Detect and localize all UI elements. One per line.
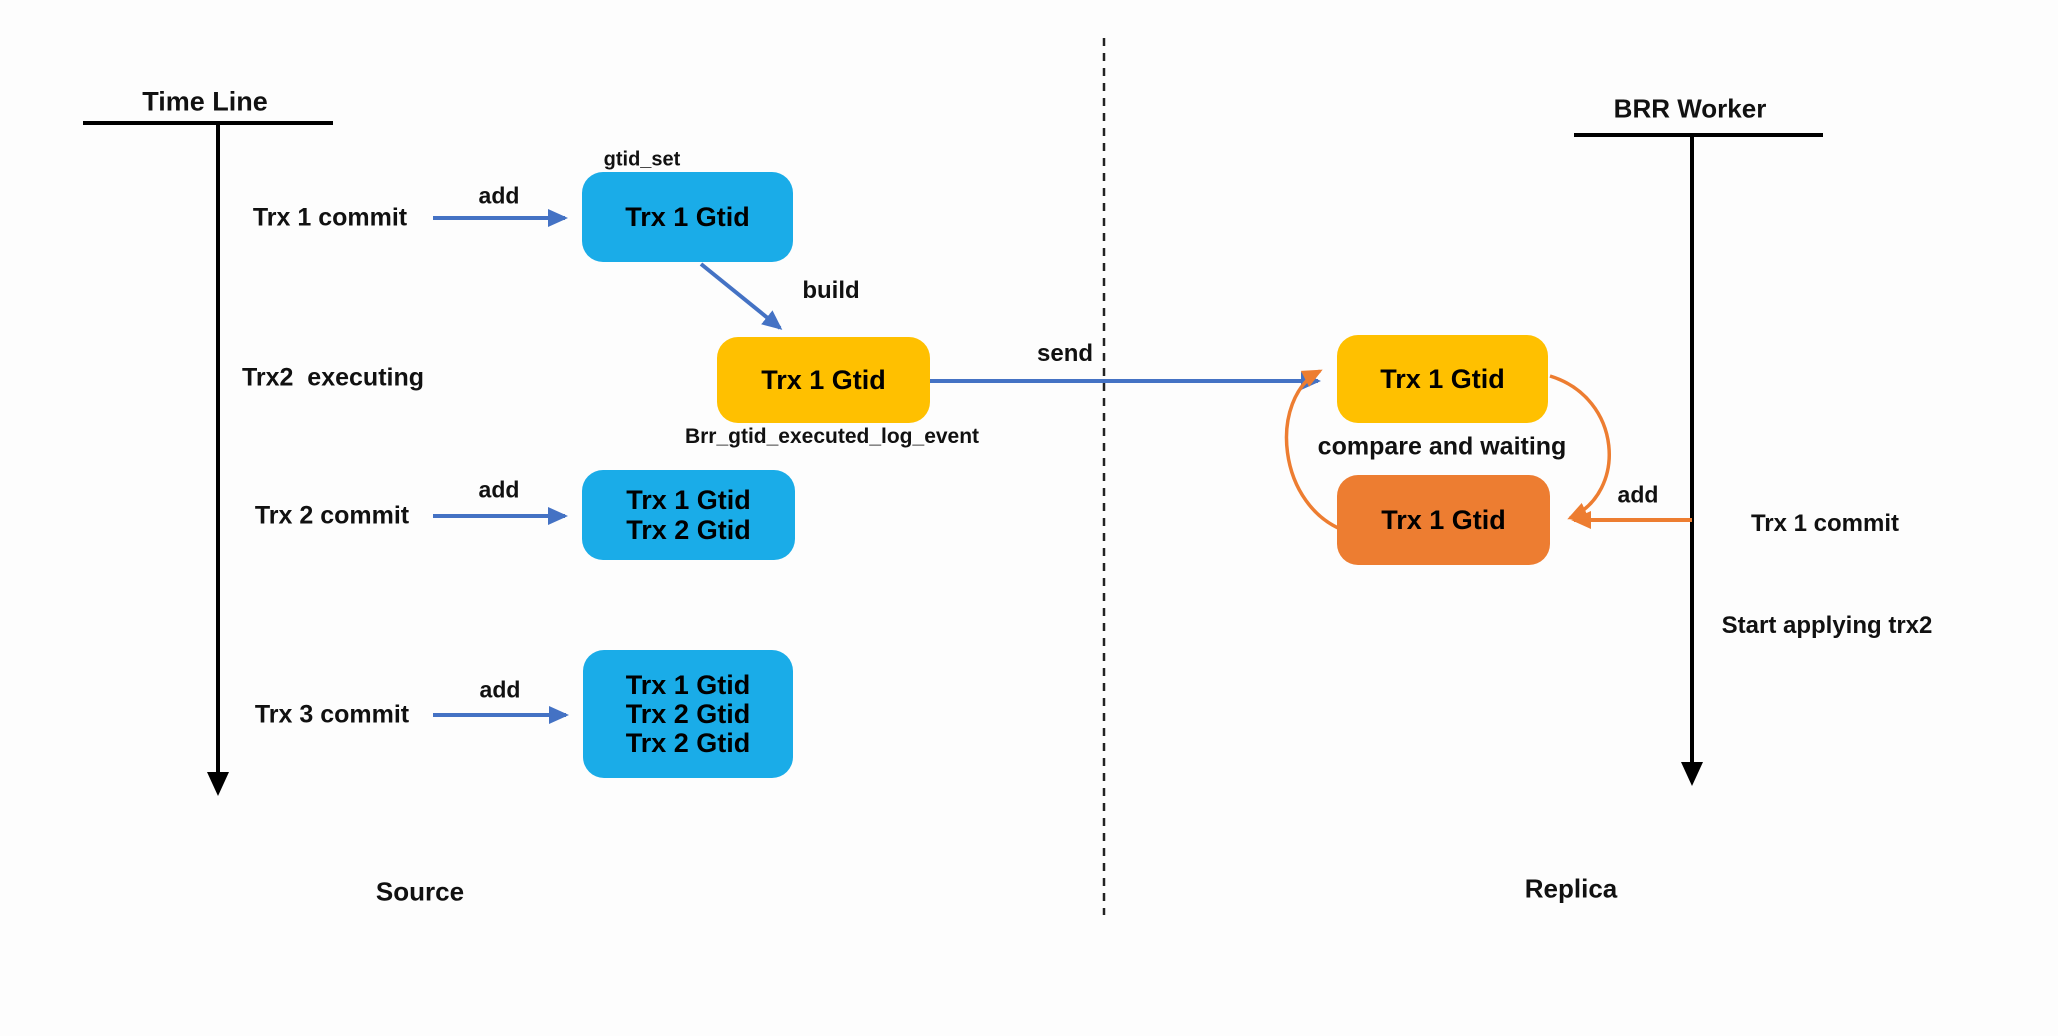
gtid-set-box-text: Trx 1 Gtid bbox=[625, 202, 750, 232]
gtid-set-box-after-trx2: Trx 1 Gtid Trx 2 Gtid bbox=[582, 470, 795, 560]
compare-and-waiting-label: compare and waiting bbox=[1317, 432, 1567, 461]
event-label-trx2-commit: Trx 2 commit bbox=[254, 501, 410, 530]
compare-loop-arc-left bbox=[1284, 369, 1349, 534]
source-timeline-title: Time Line bbox=[142, 86, 268, 117]
set3-line1: Trx 1 Gtid bbox=[625, 669, 751, 700]
gtid-set-annotation: gtid_set bbox=[603, 148, 681, 171]
executed-gtid-box-text: Trx 1 Gtid bbox=[1381, 505, 1506, 535]
add-arrow-label-1: add bbox=[478, 182, 520, 209]
replica-timeline-title: BRR Worker bbox=[1613, 93, 1767, 124]
build-arrow bbox=[699, 262, 783, 330]
event-label-trx1-commit: Trx 1 commit bbox=[252, 203, 408, 232]
source-footer-label: Source bbox=[375, 876, 465, 907]
replica-add-arrow-label: add bbox=[1617, 481, 1659, 508]
build-arrow-label: build bbox=[802, 277, 860, 304]
executed-gtid-box: Trx 1 Gtid bbox=[1337, 475, 1550, 565]
replica-footer-label: Replica bbox=[1524, 873, 1618, 904]
send-arrow-label: send bbox=[1036, 340, 1094, 367]
set2-line1: Trx 1 Gtid bbox=[626, 485, 751, 515]
replica-event-start-applying: Start applying trx2 bbox=[1721, 612, 1933, 639]
gtid-set-box-after-trx3: Trx 1 Gtid Trx 2 Gtid Trx 2 Gtid bbox=[583, 650, 793, 778]
received-gtid-box-text: Trx 1 Gtid bbox=[1380, 364, 1505, 394]
set2-line2: Trx 2 Gtid bbox=[626, 515, 751, 545]
event-label-trx2-executing: Trx2 executing bbox=[241, 363, 425, 392]
compare-loop-arc-right bbox=[1549, 374, 1611, 520]
gtid-event-box-text: Trx 1 Gtid bbox=[761, 365, 886, 395]
set3-line3: Trx 2 Gtid bbox=[625, 727, 751, 758]
gtid-set-box: Trx 1 Gtid bbox=[582, 172, 793, 262]
event-label-trx3-commit: Trx 3 commit bbox=[254, 700, 410, 729]
gtid-event-box: Trx 1 Gtid bbox=[717, 337, 930, 423]
gtid-event-annotation: Brr_gtid_executed_log_event bbox=[684, 425, 980, 448]
add-arrow-label-3: add bbox=[479, 676, 521, 703]
add-arrow-label-2: add bbox=[478, 476, 520, 503]
received-gtid-box: Trx 1 Gtid bbox=[1337, 335, 1548, 423]
set3-line2: Trx 2 Gtid bbox=[625, 698, 751, 729]
replica-event-trx1-commit: Trx 1 commit bbox=[1750, 510, 1900, 537]
